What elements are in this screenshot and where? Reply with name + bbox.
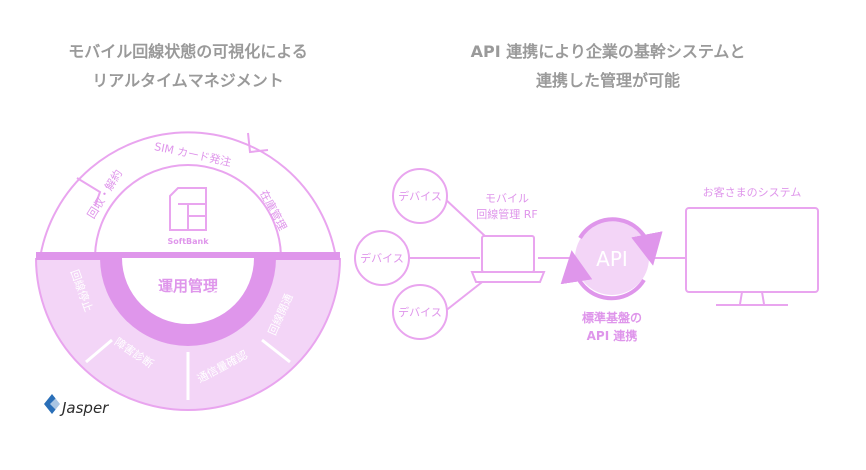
divider-bar [36, 252, 340, 260]
monitor-icon [685, 207, 819, 306]
customer-system-label: お客さまのシステム [703, 185, 802, 199]
standard-line2: API 連携 [587, 328, 638, 343]
right-heading-line1: API 連携により企業の基幹システムと [471, 42, 746, 61]
bottom-band-outline [35, 257, 341, 411]
sim-card-icon [169, 187, 207, 231]
device-label-3: デバイス [398, 305, 442, 319]
device-node-2 [354, 230, 410, 286]
jasper-logo: Jasper [44, 394, 109, 417]
laptop-icon [470, 235, 546, 283]
left-heading-line1: モバイル回線状態の可視化による [68, 42, 308, 61]
ring-divider-left [76, 177, 102, 207]
center-disc [122, 258, 254, 324]
logo-text: Jasper [59, 399, 109, 417]
device-label-2: デバイス [360, 251, 404, 265]
sim-brand: SoftBank [167, 237, 209, 246]
mobile-label-line1: モバイル [485, 192, 529, 205]
ring-divider-right [247, 132, 269, 154]
device-node-1 [392, 168, 448, 224]
seg-sep-1 [85, 338, 113, 364]
right-heading-line2: 連携した管理が可能 [536, 71, 680, 90]
left-heading-line2: リアルタイムマネジメント [92, 71, 284, 90]
mobile-label-line2: 回線管理 RF [476, 207, 537, 221]
device-node-3 [392, 284, 448, 340]
api-cycle [560, 217, 663, 301]
api-label: API [596, 247, 628, 271]
standard-line1: 標準基盤の [582, 310, 642, 325]
seg-sep-3 [261, 338, 291, 364]
device-label-1: デバイス [398, 189, 442, 203]
center-title: 運用管理 [158, 277, 218, 295]
